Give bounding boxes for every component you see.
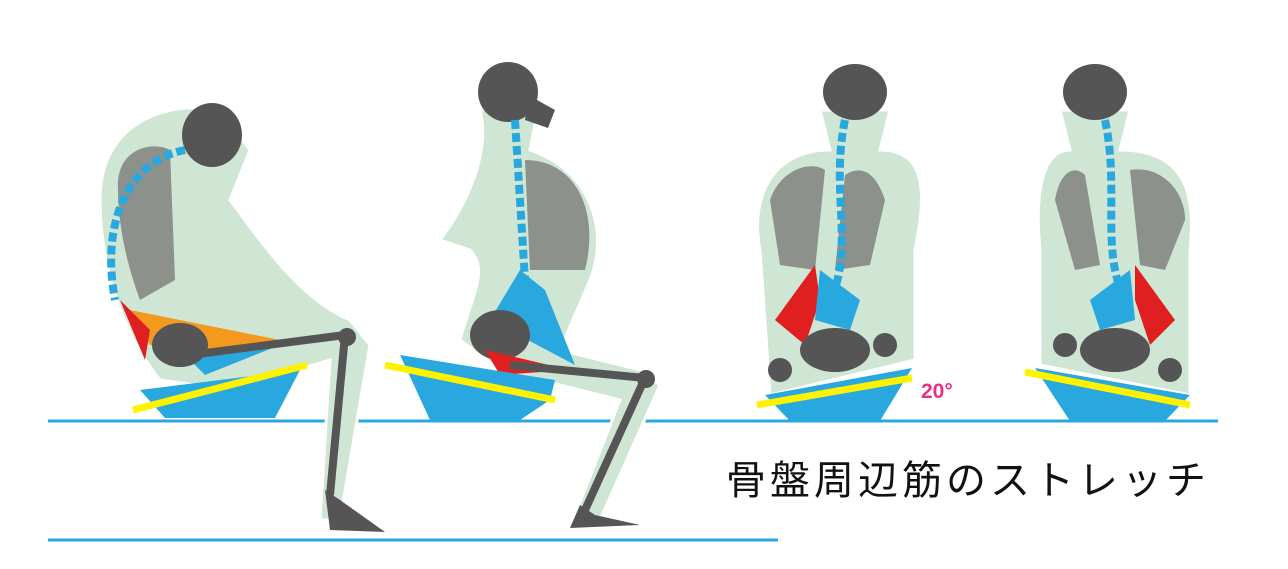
figure-back-tilt-left [756, 64, 923, 421]
figure-upright-side [384, 62, 662, 528]
tilt-angle-label: 20° [921, 380, 953, 403]
figure-slumped-side [98, 103, 385, 532]
caption-title: 骨盤周辺筋のストレッチ [726, 458, 1210, 504]
figure-back-tilt-right [1024, 64, 1193, 421]
